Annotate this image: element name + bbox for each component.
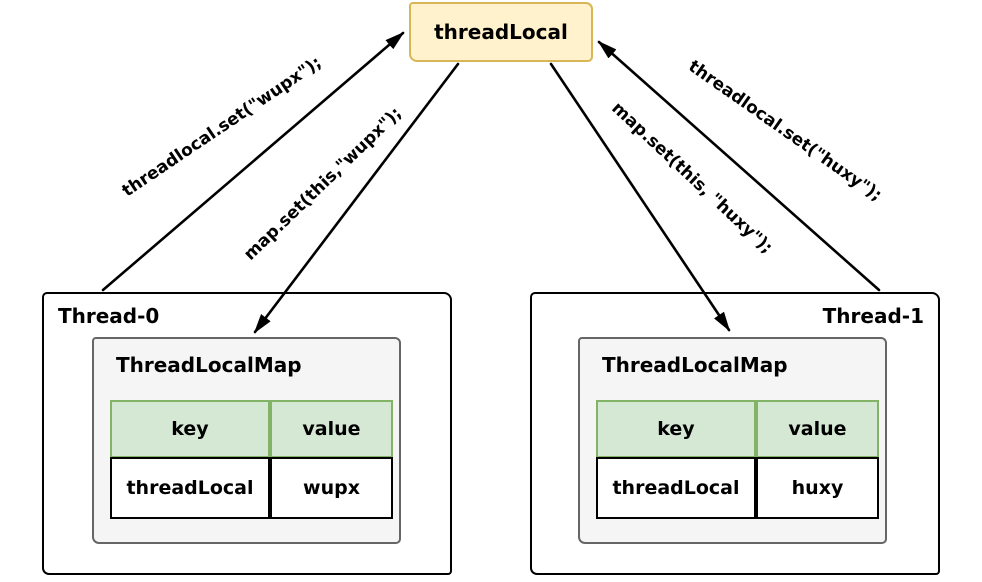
threadlocal-set-wupx-label: threadlocal.set("wupx"); — [118, 52, 326, 202]
thread-0-map-title: ThreadLocalMap — [116, 353, 302, 377]
key-header-cell: key — [110, 400, 270, 458]
key-header-cell: key — [596, 400, 756, 458]
map-set-wupx-label: map.set(this,"wupx"); — [240, 103, 406, 265]
value-header-cell: value — [756, 400, 879, 458]
value-header-cell: value — [270, 400, 393, 458]
table-header-row: key value — [110, 400, 393, 458]
thread-1-box: Thread-1 ThreadLocalMap key value thread… — [530, 292, 940, 575]
threadlocal-node-label: threadLocal — [434, 20, 568, 44]
table-header-row: key value — [596, 400, 879, 458]
thread-0-threadlocalmap-box: ThreadLocalMap key value threadLocal wup… — [92, 337, 401, 544]
threadlocal-node: threadLocal — [409, 2, 593, 62]
thread-1-kv-table: key value threadLocal huxy — [596, 400, 879, 519]
map-set-huxy-label: map.set(this, "huxy"); — [607, 98, 777, 258]
value-cell: wupx — [270, 457, 393, 519]
thread-0-title: Thread-0 — [58, 304, 160, 328]
thread-0-kv-table: key value threadLocal wupx — [110, 400, 393, 519]
key-cell: threadLocal — [110, 457, 270, 519]
thread-1-map-title: ThreadLocalMap — [602, 353, 788, 377]
thread-1-title: Thread-1 — [822, 304, 924, 328]
threadlocal-set-huxy-label: threadlocal.set("huxy"); — [684, 56, 886, 206]
table-row: threadLocal wupx — [110, 457, 393, 519]
key-cell: threadLocal — [596, 457, 756, 519]
thread-1-threadlocalmap-box: ThreadLocalMap key value threadLocal hux… — [578, 337, 887, 544]
thread-0-box: Thread-0 ThreadLocalMap key value thread… — [42, 292, 452, 575]
value-cell: huxy — [756, 457, 879, 519]
table-row: threadLocal huxy — [596, 457, 879, 519]
